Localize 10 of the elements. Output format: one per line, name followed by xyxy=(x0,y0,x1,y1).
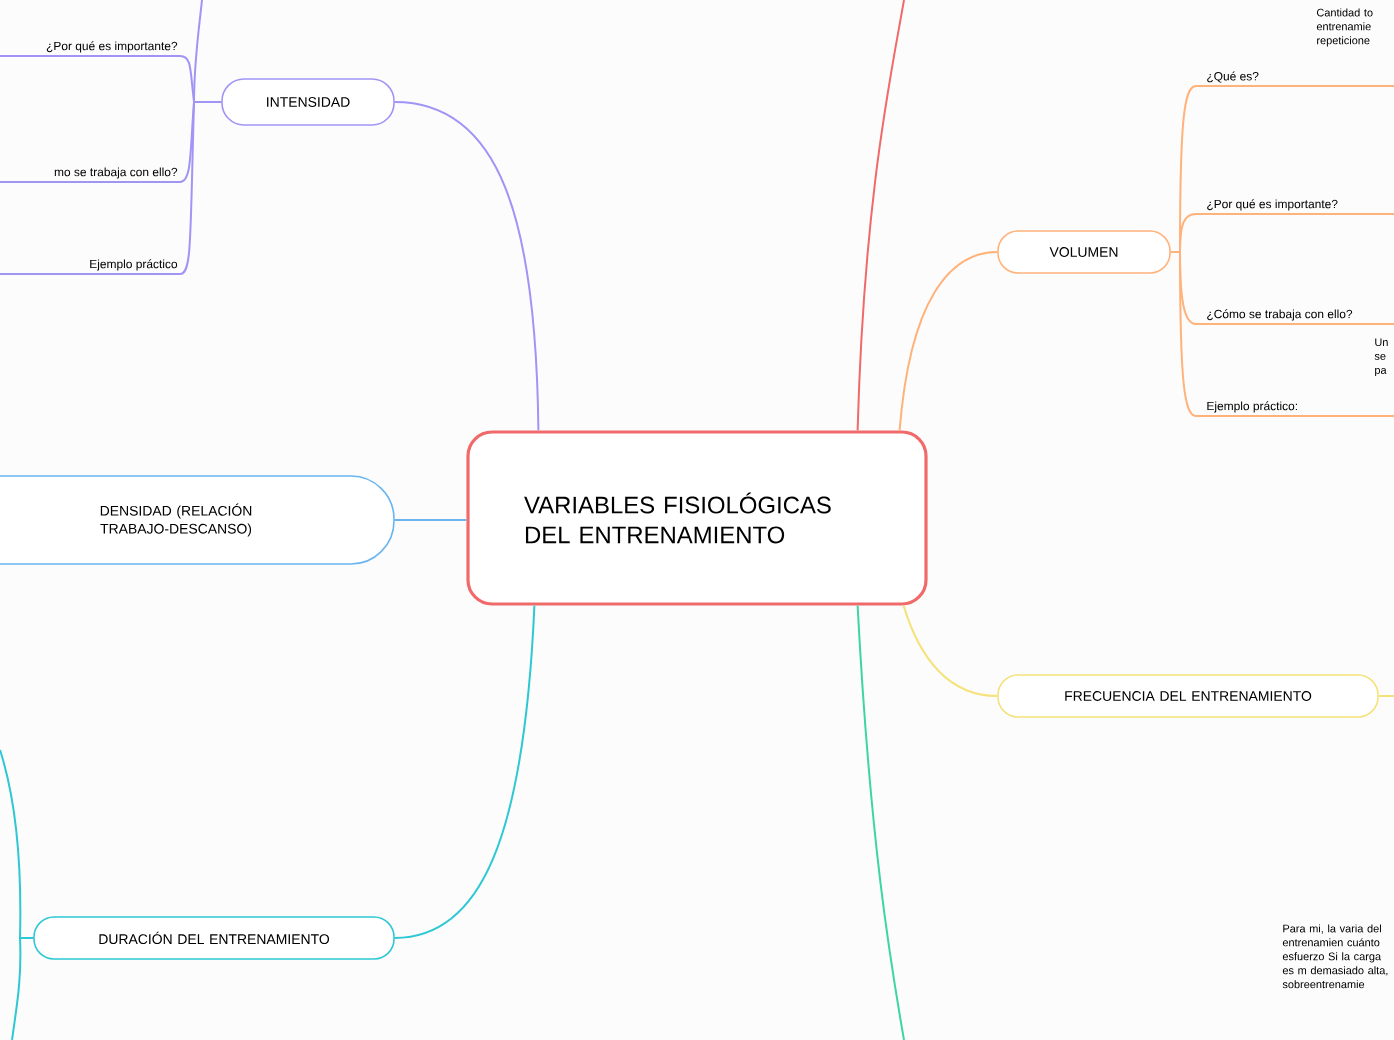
branch-line xyxy=(193,0,223,103)
branch-line xyxy=(11,937,35,1040)
branch-line xyxy=(1169,251,1394,417)
central-topic-box: VARIABLES FISIOLÓGICAS DEL ENTRENAMIENTO xyxy=(466,430,928,606)
branch-line xyxy=(393,519,468,521)
branch-line xyxy=(393,101,540,432)
branch-line xyxy=(393,604,536,939)
branch-line xyxy=(898,251,999,432)
branch-line xyxy=(1377,695,1394,697)
branch-line xyxy=(902,604,999,697)
